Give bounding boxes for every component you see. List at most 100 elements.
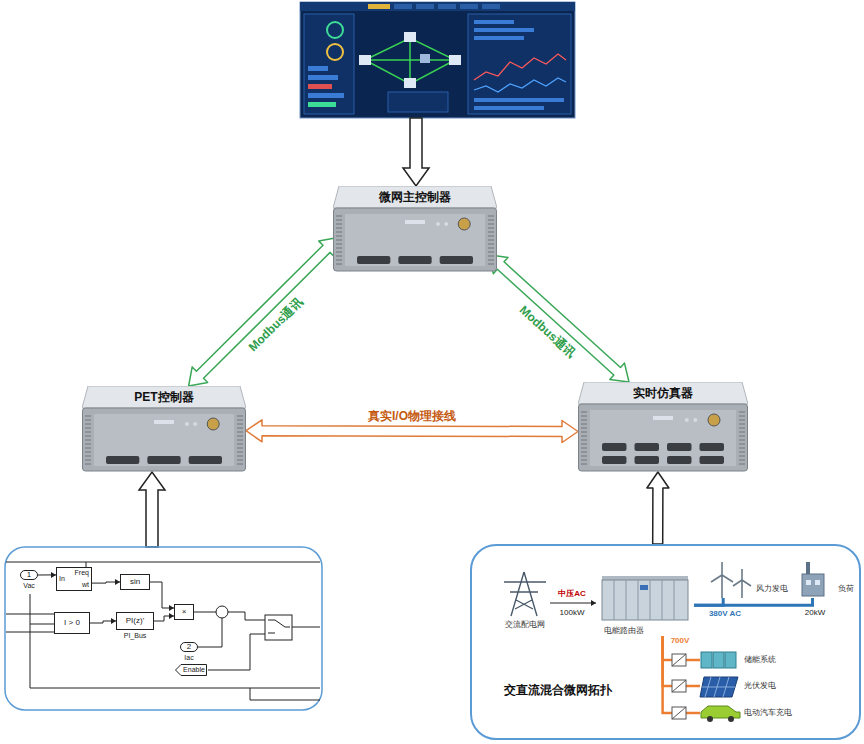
node-label: 风力发电 xyxy=(756,585,788,594)
graphic-part xyxy=(488,264,494,265)
graphic-part xyxy=(333,186,497,208)
device-box: PET控制器 xyxy=(82,386,246,472)
converter-icons xyxy=(672,654,686,719)
graphic-part xyxy=(806,562,810,574)
graphic-part xyxy=(488,232,494,233)
hollow-arrow xyxy=(647,472,669,544)
block-node: 负荷 xyxy=(798,556,856,598)
graphic-part xyxy=(327,44,343,60)
graphic-part xyxy=(739,444,745,445)
graphic-part xyxy=(488,248,494,249)
graphic-part xyxy=(85,444,91,445)
graphic-part xyxy=(488,236,494,237)
graphic-part xyxy=(488,244,494,245)
graphic-part xyxy=(308,93,344,98)
graphic-part xyxy=(265,615,292,640)
graphic-part xyxy=(237,428,243,429)
simulink-model xyxy=(5,547,322,710)
graphic-part xyxy=(468,14,571,114)
graphic-part xyxy=(713,652,724,668)
graphic-part xyxy=(711,562,733,598)
graphic-part xyxy=(237,460,243,461)
graphic-part xyxy=(336,244,342,245)
node-label: 交流配电网 xyxy=(500,621,550,630)
node-label: Freq xyxy=(75,569,89,577)
graphic-part xyxy=(806,580,811,585)
graphic-part xyxy=(388,92,448,112)
graphic-part xyxy=(336,232,342,233)
graphic-part xyxy=(237,448,243,449)
graphic-part xyxy=(300,2,575,11)
graphic-part xyxy=(336,260,342,261)
node-label: 1 xyxy=(21,571,37,579)
graphic-part xyxy=(82,386,246,408)
graphic-part xyxy=(581,444,587,445)
graphic-part xyxy=(739,420,745,421)
graphic-part xyxy=(474,36,524,40)
graphic-part xyxy=(85,420,91,421)
graphic-part xyxy=(581,412,587,413)
graphic-part xyxy=(237,416,243,417)
graphic-part xyxy=(436,222,440,226)
graphic-part xyxy=(336,216,342,217)
graphic-part xyxy=(308,75,338,80)
value-label: 100kW xyxy=(560,609,585,618)
graphic-part xyxy=(268,620,290,633)
graphic-part xyxy=(672,707,686,719)
hollow-arrow xyxy=(403,118,429,186)
graphic-part xyxy=(739,436,745,437)
graphic-part xyxy=(394,4,412,9)
connector xyxy=(90,618,116,624)
node-label: 微网主控制器 xyxy=(333,191,497,204)
node-label: 实时仿真器 xyxy=(578,387,748,400)
graphic-part xyxy=(802,574,824,596)
graphic-part xyxy=(635,443,660,451)
value-label: 20kW xyxy=(805,609,825,618)
graphic-part xyxy=(700,677,738,697)
connector xyxy=(150,582,174,611)
graphic-part xyxy=(85,432,91,433)
graphic-part xyxy=(308,66,328,71)
graphic-part xyxy=(359,55,371,65)
graphic-part xyxy=(672,654,686,666)
graphic-part xyxy=(5,547,322,710)
graphic-part xyxy=(237,456,243,457)
graphic-part xyxy=(345,214,485,266)
graphic-part xyxy=(488,256,494,257)
graphic-part xyxy=(147,456,180,464)
node-label: 电动汽车充电 xyxy=(744,709,792,718)
node-label: 光伏发电 xyxy=(744,682,776,691)
graphic-part xyxy=(398,256,431,264)
device-box: 微网主控制器 xyxy=(333,186,497,272)
edge-label: 中压AC xyxy=(558,590,586,599)
graphic-part xyxy=(85,460,91,461)
node-label: Iac xyxy=(184,654,193,662)
graphic-part xyxy=(460,4,478,9)
graphic-part xyxy=(581,456,587,457)
graphic-part xyxy=(106,456,139,464)
graphic-part xyxy=(405,220,425,224)
grid-icons xyxy=(504,562,824,722)
node-label: 2 xyxy=(181,643,197,651)
node-label: 负荷 xyxy=(838,585,854,594)
graphic-part xyxy=(488,252,494,253)
graphic-part xyxy=(336,228,342,229)
graphic-part xyxy=(85,440,91,441)
graphic-part xyxy=(237,436,243,437)
node-label: In xyxy=(59,575,65,583)
graphic-part xyxy=(474,78,566,92)
graphic-part xyxy=(725,652,736,668)
graphic-part xyxy=(488,240,494,241)
graphic-part xyxy=(404,32,416,42)
graphic-part xyxy=(207,418,219,430)
device-box: 实时仿真器 xyxy=(578,382,748,472)
graphic-part xyxy=(581,424,587,425)
block-node: 交流配电网 xyxy=(500,570,550,630)
edge-label: 真实I/O物理接线 xyxy=(368,410,456,423)
block-node: 储能系统 xyxy=(700,650,804,670)
graphic-part xyxy=(185,422,189,426)
graphic-part xyxy=(237,452,243,453)
graphic-part xyxy=(440,256,473,264)
node-label: PI(z)' xyxy=(117,617,153,626)
graphic-part xyxy=(739,464,745,465)
